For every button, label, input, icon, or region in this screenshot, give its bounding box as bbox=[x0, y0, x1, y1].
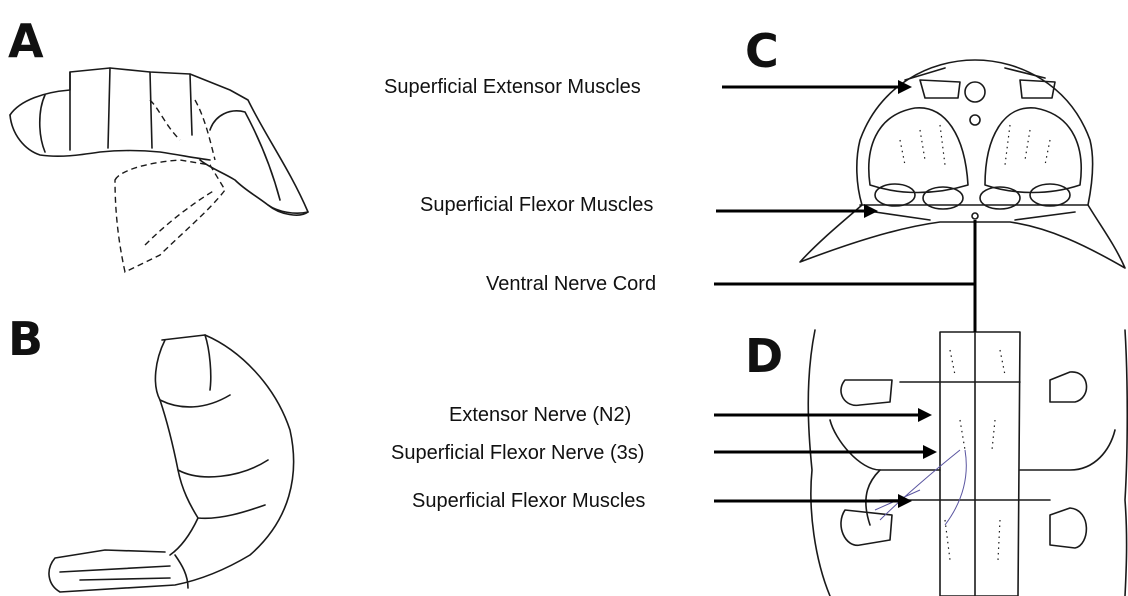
panel-letter-c: C bbox=[745, 28, 779, 74]
label-superficial-flexor-nerve: Superficial Flexor Nerve (3s) bbox=[391, 443, 644, 463]
panel-b-flexed-tail-drawing bbox=[49, 335, 294, 592]
label-superficial-flexor-muscles-c: Superficial Flexor Muscles bbox=[420, 195, 653, 215]
panel-letter-b: B bbox=[8, 316, 43, 362]
label-ventral-nerve-cord: Ventral Nerve Cord bbox=[486, 274, 656, 294]
panel-d-dissection-drawing bbox=[808, 330, 1127, 596]
label-superficial-flexor-muscles-d: Superficial Flexor Muscles bbox=[412, 491, 645, 511]
panel-letter-a: A bbox=[8, 18, 44, 64]
label-extensor-nerve: Extensor Nerve (N2) bbox=[449, 405, 631, 425]
panel-letter-d: D bbox=[745, 333, 783, 379]
panel-a-extended-tail-drawing bbox=[10, 68, 308, 272]
label-superficial-extensor-muscles: Superficial Extensor Muscles bbox=[384, 77, 641, 97]
annotation-arrows bbox=[714, 80, 975, 508]
panel-c-cross-section-drawing bbox=[800, 60, 1125, 268]
